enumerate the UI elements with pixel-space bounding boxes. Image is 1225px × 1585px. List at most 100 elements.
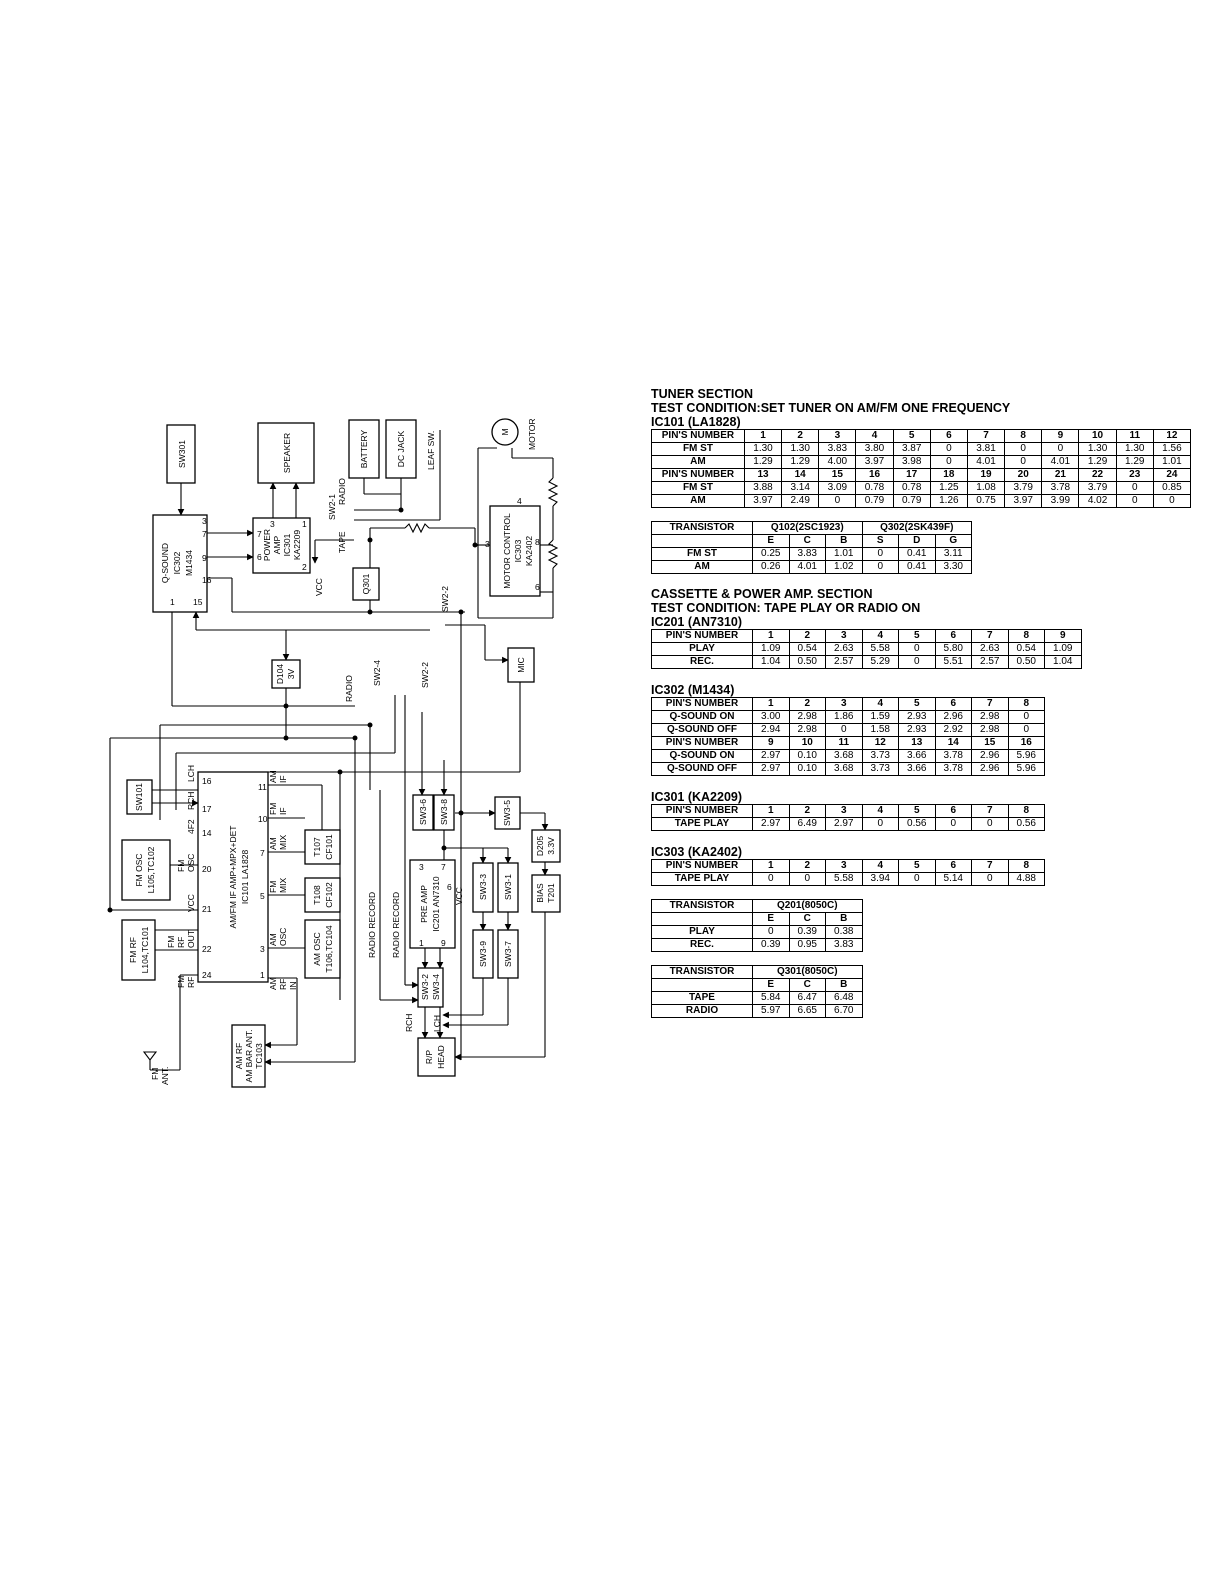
table-cell: 3.09 (818, 481, 857, 495)
table-cell: 2.97 (752, 762, 790, 776)
table-cell: 1 (752, 629, 790, 643)
table-cell: 1.25 (929, 481, 968, 495)
table-cell: 8 (1007, 804, 1045, 818)
svg-text:IC201 AN7310: IC201 AN7310 (431, 876, 441, 932)
table-cell: 14 (781, 468, 820, 482)
table-cell: 5.29 (861, 655, 899, 669)
table-cell: 11 (825, 736, 863, 750)
table-cell: 1.09 (752, 642, 790, 656)
fm-rf-out-label-1: FM (166, 936, 176, 948)
table-cell: 4 (861, 629, 899, 643)
table-cell: 0.10 (788, 749, 826, 763)
sw3-9-block: SW3-9 (472, 929, 494, 979)
table-cell: 10 (1078, 429, 1117, 443)
fm-osc-block: FM OSC L105,TC102 (121, 839, 171, 901)
am-rf-in-label-2: RF (278, 979, 288, 990)
table-cell: 2.97 (825, 817, 863, 831)
table-cell: 9 (752, 736, 790, 750)
svg-text:6: 6 (257, 552, 262, 562)
svg-text:D205: D205 (535, 836, 545, 857)
svg-text:1: 1 (170, 597, 175, 607)
table-cell: 4.01 (1041, 455, 1080, 469)
fm-rf-block: FM RF L104,TC101 (121, 919, 156, 981)
sw3-3-block: SW3-3 (472, 862, 494, 913)
svg-text:AM RF: AM RF (234, 1043, 244, 1069)
fm-rf-out-label-2: RF (176, 937, 186, 948)
fm-rf-pin-label-2: RF (186, 977, 196, 988)
table-cell: REC. (651, 655, 753, 669)
table-cell: 3.68 (825, 749, 863, 763)
table-cell: 1.26 (929, 494, 968, 508)
svg-text:SW3-1: SW3-1 (503, 874, 513, 900)
table-cell: 3 (825, 804, 863, 818)
table-cell: 0.78 (855, 481, 894, 495)
tape-label: TAPE (337, 531, 347, 553)
table-cell: 0 (861, 817, 899, 831)
table-cell: 0.38 (825, 925, 863, 939)
table-cell: 0 (1152, 494, 1192, 508)
table-cell: 5 (898, 859, 936, 873)
table-cell: 1.29 (743, 455, 783, 469)
table-cell: 0.41 (898, 560, 936, 574)
table-cell: 0 (752, 925, 790, 939)
table-cell: 3 (825, 859, 863, 873)
fm-osc-pin-label: FM (176, 860, 186, 872)
table-cell (651, 978, 753, 992)
table-cell: 0 (898, 655, 936, 669)
d205-block: D205 3.3V (531, 829, 561, 863)
table-cell: 4 (861, 804, 899, 818)
table-cell: 0.39 (752, 938, 790, 952)
table-cell: 2.98 (971, 710, 1009, 724)
table-cell: Q-SOUND ON (651, 710, 753, 724)
table-cell: 6 (929, 429, 968, 443)
table-cell: Q-SOUND OFF (651, 762, 753, 776)
sw2-2-label-top: SW2-2 (440, 586, 450, 612)
table-cell: 1 (752, 804, 790, 818)
vcc-label-preamp: VCC (454, 887, 464, 905)
svg-text:IC302: IC302 (172, 551, 182, 574)
table-cell: 4 (861, 859, 899, 873)
table-cell: 1.56 (1152, 442, 1192, 456)
test-tables: TUNER SECTION TEST CONDITION:SET TUNER O… (651, 387, 1192, 1018)
table-cell: 6.48 (825, 991, 863, 1005)
table-cell: TAPE PLAY (651, 817, 753, 831)
table-cell: 1.30 (1115, 442, 1154, 456)
svg-text:SW3-2: SW3-2 (420, 974, 430, 1000)
table-cell: 1.59 (861, 710, 899, 724)
svg-text:CF101: CF101 (324, 834, 334, 860)
table-cell: 1 (752, 859, 790, 873)
table-cell: 3.73 (861, 749, 899, 763)
table-cell: 6 (934, 629, 972, 643)
table-cell: 5.84 (752, 991, 790, 1005)
table-cell: 8 (1007, 697, 1045, 711)
table-cell: 3 (825, 697, 863, 711)
lch-label-head: LCH (432, 1015, 442, 1032)
table-cell: S (861, 534, 899, 548)
table-cell: Q-SOUND OFF (651, 723, 753, 737)
table-cell: PIN'S NUMBER (651, 697, 753, 711)
table-cell: 6 (934, 697, 972, 711)
table-cell: 2.96 (971, 749, 1009, 763)
table-cell: 5.58 (861, 642, 899, 656)
table-cell: 0 (1007, 723, 1045, 737)
table-cell: 3.97 (855, 455, 894, 469)
table-cell: 0.54 (788, 642, 826, 656)
table-cell: Q102(2SC1923) (752, 521, 863, 535)
fm-rf-out-label-3: OUT (186, 930, 196, 948)
table-cell: 0 (898, 642, 936, 656)
table-cell: Q-SOUND ON (651, 749, 753, 763)
table-cell: 0 (825, 723, 863, 737)
radio-record-label-2: RADIO RECORD (391, 892, 401, 958)
svg-text:T201: T201 (546, 883, 556, 903)
